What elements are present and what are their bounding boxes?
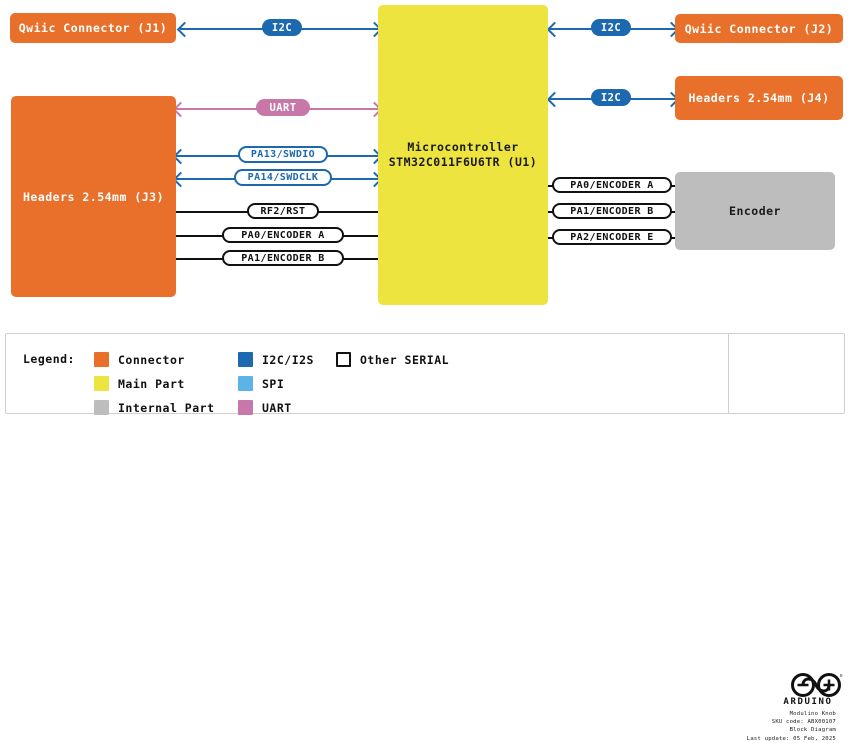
block-qwiic-connector-j1-label: Qwiic Connector (J1)	[18, 21, 168, 35]
legend-item-uart: UART	[238, 400, 292, 415]
signal-pill-rst-label: RF2/RST	[260, 205, 306, 217]
signal-pill-swdclk-label: PA14/SWDCLK	[247, 172, 319, 183]
signal-pill-i2c-j1[interactable]: I2C	[262, 19, 302, 36]
block-microcontroller-title: Microcontroller	[407, 140, 519, 154]
legend-swatch-connector	[94, 352, 109, 367]
signal-pill-enc-b-right-label: PA1/ENCODER B	[570, 205, 654, 217]
block-microcontroller-part: STM32C011F6U6TR (U1)	[388, 155, 538, 169]
arrowhead-left-i2c-j1	[176, 21, 193, 38]
svg-text:®: ®	[840, 673, 843, 678]
legend-swatch-other-serial	[336, 352, 351, 367]
legend-item-main-part: Main Part	[94, 376, 185, 391]
arrowhead-left-i2c-j4	[546, 91, 563, 108]
signal-pill-i2c-j2-label: I2C	[600, 21, 622, 34]
block-diagram-canvas: Qwiic Connector (J1) Headers 2.54mm (J3)…	[5, 5, 845, 742]
signal-pill-i2c-j4-label: I2C	[600, 91, 622, 104]
legend-item-internal-part: Internal Part	[94, 400, 215, 415]
legend-swatch-spi	[238, 376, 253, 391]
legend-swatch-internal-part	[94, 400, 109, 415]
legend-swatch-i2c	[238, 352, 253, 367]
signal-pill-enc-b-right[interactable]: PA1/ENCODER B	[552, 203, 672, 219]
legend-title: Legend:	[23, 352, 75, 366]
block-qwiic-connector-j2-label: Qwiic Connector (J2)	[684, 21, 834, 36]
legend-label-internal-part: Internal Part	[118, 400, 215, 415]
signal-pill-enc-b-left[interactable]: PA1/ENCODER B	[222, 250, 344, 266]
block-qwiic-connector-j1[interactable]: Qwiic Connector (J1)	[10, 13, 176, 43]
block-encoder-label: Encoder	[729, 204, 781, 218]
arduino-infinity-logo-icon: ®	[791, 673, 843, 697]
signal-pill-enc-b-left-label: PA1/ENCODER B	[241, 252, 325, 264]
legend-label-connector: Connector	[118, 352, 185, 367]
signal-pill-swdio-label: PA13/SWDIO	[250, 149, 316, 160]
signal-pill-enc-a-right-label: PA0/ENCODER A	[570, 179, 654, 191]
signal-pill-enc-e-right[interactable]: PA2/ENCODER E	[552, 229, 672, 245]
signal-pill-enc-a-right[interactable]: PA0/ENCODER A	[552, 177, 672, 193]
metadata-last-update: Last update: 05 Feb, 2025	[746, 735, 836, 742]
signal-pill-i2c-j4[interactable]: I2C	[591, 89, 631, 106]
legend-swatch-uart	[238, 400, 253, 415]
signal-pill-enc-a-left[interactable]: PA0/ENCODER A	[222, 227, 344, 243]
legend-divider	[728, 334, 729, 413]
arduino-wordmark: ARDUINO	[783, 697, 833, 707]
metadata-sku: SKU code: ABX00107	[771, 719, 836, 726]
signal-pill-uart-j3[interactable]: UART	[256, 99, 310, 116]
signal-pill-swdio[interactable]: PA13/SWDIO	[238, 146, 328, 163]
block-qwiic-connector-j2[interactable]: Qwiic Connector (J2)	[675, 14, 843, 43]
signal-pill-i2c-j1-label: I2C	[271, 21, 293, 34]
signal-pill-i2c-j2[interactable]: I2C	[591, 19, 631, 36]
signal-pill-rst[interactable]: RF2/RST	[247, 203, 319, 219]
legend-item-other-serial: Other SERIAL	[336, 352, 449, 367]
block-headers-j4[interactable]: Headers 2.54mm (J4)	[675, 76, 843, 120]
legend-item-connector: Connector	[94, 352, 185, 367]
signal-pill-enc-e-right-label: PA2/ENCODER E	[570, 231, 654, 243]
block-headers-j3[interactable]: Headers 2.54mm (J3)	[11, 96, 176, 297]
document-metadata: Modulino Knob SKU code: ABX00107 Block D…	[747, 710, 836, 743]
legend-panel: Legend: Connector Main Part Internal Par…	[5, 333, 845, 742]
legend-label-main-part: Main Part	[118, 376, 185, 391]
metadata-doc-type: Block Diagram	[789, 727, 836, 734]
legend-swatch-main-part	[94, 376, 109, 391]
signal-pill-uart-j3-label: UART	[269, 101, 297, 114]
signal-pill-enc-a-left-label: PA0/ENCODER A	[241, 229, 325, 241]
signal-pill-swdclk[interactable]: PA14/SWDCLK	[234, 169, 332, 186]
block-microcontroller[interactable]: Microcontroller STM32C011F6U6TR (U1)	[378, 5, 548, 305]
block-headers-j3-label: Headers 2.54mm (J3)	[22, 189, 165, 204]
legend-item-spi: SPI	[238, 376, 284, 391]
legend-label-i2c: I2C/I2S	[262, 352, 314, 367]
legend-label-other-serial: Other SERIAL	[360, 352, 450, 367]
metadata-product: Modulino Knob	[789, 711, 836, 717]
block-encoder[interactable]: Encoder	[675, 172, 835, 250]
legend-label-spi: SPI	[262, 376, 285, 391]
legend-item-i2c: I2C/I2S	[238, 352, 314, 367]
legend-label-uart: UART	[262, 400, 292, 415]
block-headers-j4-label: Headers 2.54mm (J4)	[688, 91, 830, 105]
arrowhead-left-i2c-j2	[546, 21, 563, 38]
